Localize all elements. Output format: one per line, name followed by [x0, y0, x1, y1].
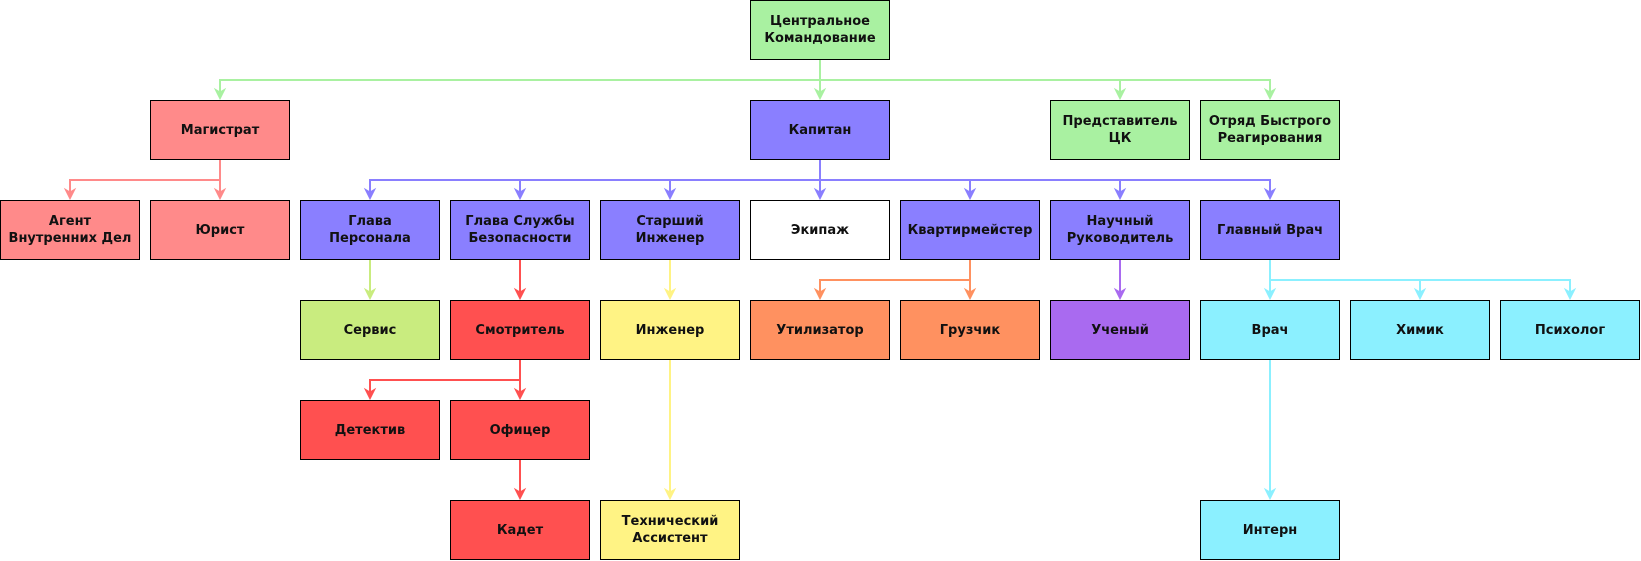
- node-ce: Старший Инженер: [600, 200, 740, 260]
- arrowhead-icon: [513, 187, 527, 201]
- arrowhead-icon: [1263, 87, 1277, 101]
- arrowhead-icon: [1263, 487, 1277, 501]
- edge-captain-ce: [669, 160, 821, 192]
- node-cmo: Главный Врач: [1200, 200, 1340, 260]
- node-intern: Интерн: [1200, 500, 1340, 560]
- node-captain: Капитан: [750, 100, 890, 160]
- node-doctor: Врач: [1200, 300, 1340, 360]
- arrowhead-icon: [1113, 187, 1127, 201]
- arrowhead-icon: [963, 187, 977, 201]
- edge-central-squad: [819, 60, 1271, 92]
- arrowhead-icon: [63, 187, 77, 201]
- arrowhead-icon: [663, 287, 677, 301]
- arrowhead-icon: [1263, 287, 1277, 301]
- node-rep: Представитель ЦК: [1050, 100, 1190, 160]
- arrowhead-icon: [1113, 87, 1127, 101]
- arrowhead-icon: [363, 287, 377, 301]
- node-scientist: Ученый: [1050, 300, 1190, 360]
- edge-central-rep: [819, 60, 1121, 92]
- arrowhead-icon: [1413, 287, 1427, 301]
- node-detective: Детектив: [300, 400, 440, 460]
- edge-captain-qm: [819, 160, 971, 192]
- edge-central-magistrat: [219, 60, 821, 92]
- arrowhead-icon: [663, 487, 677, 501]
- arrowhead-icon: [1563, 287, 1577, 301]
- edge-captain-cmo: [819, 160, 1271, 192]
- edge-magistrat-agent: [69, 160, 221, 192]
- node-officer: Офицер: [450, 400, 590, 460]
- node-crew: Экипаж: [750, 200, 890, 260]
- arrowhead-icon: [1113, 287, 1127, 301]
- edge-qm-salvage: [819, 260, 971, 292]
- node-techassist: Технический Ассистент: [600, 500, 740, 560]
- arrowhead-icon: [363, 187, 377, 201]
- arrowhead-icon: [363, 387, 377, 401]
- edge-captain-hop: [369, 160, 821, 192]
- arrowhead-icon: [813, 87, 827, 101]
- node-lawyer: Юрист: [150, 200, 290, 260]
- node-salvage: Утилизатор: [750, 300, 890, 360]
- arrowhead-icon: [963, 287, 977, 301]
- node-rd: Научный Руководитель: [1050, 200, 1190, 260]
- arrowhead-icon: [1263, 187, 1277, 201]
- node-psych: Психолог: [1500, 300, 1640, 360]
- node-agent: Агент Внутренних Дел: [0, 200, 140, 260]
- arrowhead-icon: [513, 387, 527, 401]
- edge-cmo-chemist: [1269, 260, 1421, 292]
- arrowhead-icon: [813, 287, 827, 301]
- arrowhead-icon: [213, 187, 227, 201]
- node-chemist: Химик: [1350, 300, 1490, 360]
- node-cargo: Грузчик: [900, 300, 1040, 360]
- node-engineer: Инженер: [600, 300, 740, 360]
- arrowhead-icon: [513, 487, 527, 501]
- node-cadet: Кадет: [450, 500, 590, 560]
- node-central: Центральное Командование: [750, 0, 890, 60]
- arrowhead-icon: [513, 287, 527, 301]
- node-magistrat: Магистрат: [150, 100, 290, 160]
- node-hop: Глава Персонала: [300, 200, 440, 260]
- node-service: Сервис: [300, 300, 440, 360]
- arrowhead-icon: [813, 187, 827, 201]
- arrowhead-icon: [663, 187, 677, 201]
- node-warden: Смотритель: [450, 300, 590, 360]
- node-qm: Квартирмейстер: [900, 200, 1040, 260]
- node-squad: Отряд Быстрого Реагирования: [1200, 100, 1340, 160]
- arrowhead-icon: [213, 87, 227, 101]
- edge-warden-detective: [369, 360, 521, 392]
- node-hos: Глава Службы Безопасности: [450, 200, 590, 260]
- edge-cmo-psych: [1269, 260, 1571, 292]
